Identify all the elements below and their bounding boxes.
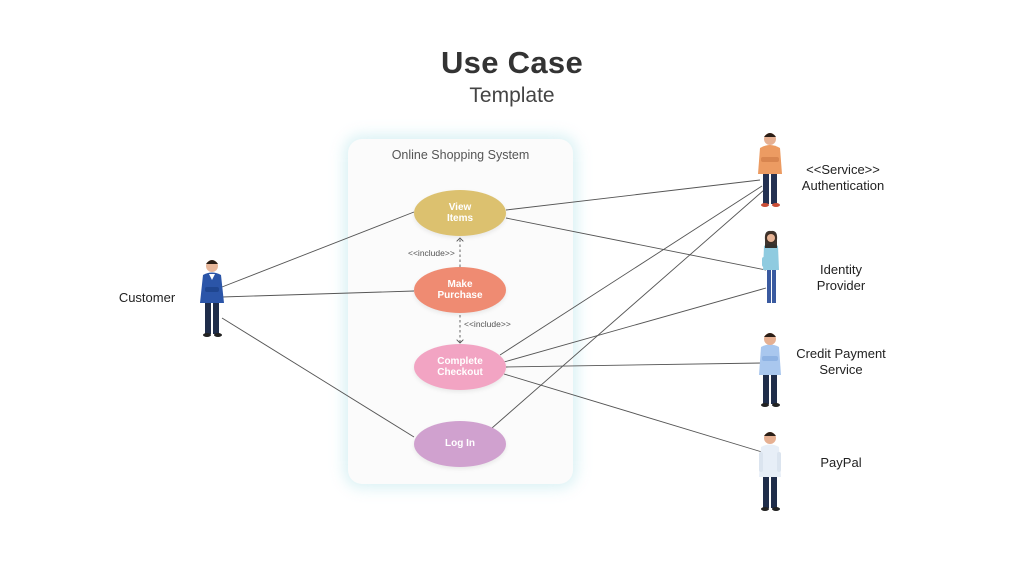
actor-customer-text: Customer	[118, 290, 176, 305]
page-subtitle: Template	[469, 84, 555, 107]
assoc-customer-view-items	[221, 211, 415, 288]
usecase-make-purchase[interactable]: Make Purchase	[414, 267, 506, 313]
assoc-customer-make-purchase	[221, 290, 415, 298]
actor-label-identity-provider: Identity Provider	[790, 262, 892, 293]
man-white-shirt-icon	[759, 432, 781, 511]
actor-label-customer: Customer	[100, 290, 194, 306]
assoc-checkout-paypal	[503, 373, 763, 453]
actor-authentication-name: Authentication	[801, 177, 885, 193]
actor-label-credit-payment: Credit Payment Service	[786, 346, 896, 377]
usecase-log-in[interactable]: Log In	[414, 421, 506, 467]
actor-identity-line2: Provider	[816, 277, 866, 293]
man-blue-shirt-icon	[759, 333, 781, 407]
assoc-checkout-authentication	[499, 185, 763, 356]
assoc-view-items-authentication	[505, 179, 761, 211]
assoc-view-items-identity	[505, 217, 767, 271]
woman-icon	[762, 230, 779, 303]
include-label-view-items: <<include>>	[408, 248, 455, 258]
actor-label-authentication: <<Service>> Authentication	[790, 162, 896, 193]
usecase-complete-checkout[interactable]: Complete Checkout	[414, 344, 506, 390]
actor-credit-line1: Credit Payment	[796, 346, 886, 361]
businessman-icon	[200, 260, 224, 337]
assoc-customer-log-in	[221, 317, 415, 438]
actor-identity-line1: Identity	[820, 262, 862, 277]
assoc-checkout-credit	[505, 362, 763, 368]
person-orange-sweater-icon	[758, 133, 782, 207]
actor-credit-line2: Service	[819, 361, 863, 377]
usecase-view-items[interactable]: View Items	[414, 190, 506, 236]
actor-authentication-stereotype: <<Service>>	[806, 162, 880, 177]
actor-label-paypal: PayPal	[800, 455, 882, 471]
page-title: Use Case	[441, 45, 583, 80]
assoc-login-authentication	[491, 189, 765, 429]
system-label: Online Shopping System	[391, 148, 530, 162]
assoc-checkout-identity	[503, 287, 767, 363]
actor-paypal-text: PayPal	[820, 455, 862, 470]
include-label-checkout: <<include>>	[464, 319, 511, 329]
